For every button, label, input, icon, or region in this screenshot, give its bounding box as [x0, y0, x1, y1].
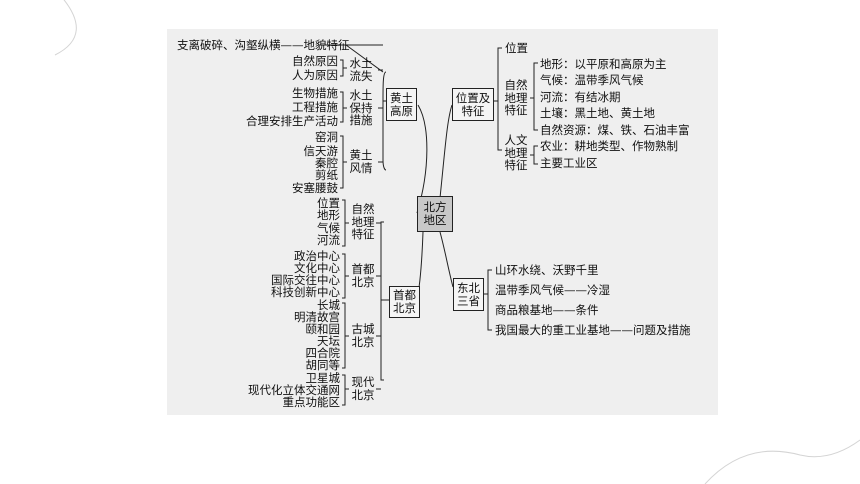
customs-item-waist-drum: 安塞腰鼓: [292, 181, 338, 195]
bj-capital-international: 国际交往中心: [271, 273, 340, 287]
customs-title: 黄土风情: [349, 148, 373, 175]
bracket-conservation: [340, 91, 344, 123]
bracket-bj-capital: [342, 253, 346, 299]
bracket-location-natural: [533, 62, 538, 131]
connector-center-northeast: [439, 231, 454, 288]
bj-natural-terrain: 地形: [317, 208, 340, 222]
natural-soil: 土壤：黑土地、黄土地: [540, 106, 655, 120]
decor-curve-top-left: [54, 0, 77, 56]
loess-label: 黄土高原: [390, 90, 413, 118]
bj-modern-transport: 现代化立体交通网: [248, 383, 340, 397]
decor-curve-bottom-right: [704, 439, 860, 484]
bj-capital-political: 政治中心: [294, 249, 340, 263]
bj-capital-title: 首都北京: [351, 262, 375, 289]
center-label: 北方地区: [423, 200, 447, 227]
bracket-northeast: [487, 269, 492, 331]
bj-natural-position: 位置: [317, 196, 340, 210]
natural-terrain: 地形：以平原和高原为主: [540, 57, 667, 71]
conservation-item-engineering: 工程措施: [292, 100, 338, 114]
connector-center-location: [439, 104, 453, 199]
bj-ancient-summer-palace: 颐和园: [305, 322, 341, 336]
bracket-loess: [382, 71, 387, 171]
bracket-bj-modern: [342, 374, 346, 406]
northeast-item-climate: 温带季风气候——冷湿: [495, 283, 610, 297]
human-industry: 主要工业区: [540, 156, 598, 170]
location-natural-title: 自然地理特征: [504, 78, 528, 117]
beijing-label: 首都北京: [393, 288, 416, 315]
bj-ancient-temple-of-heaven: 天坛: [317, 334, 340, 348]
northeast-node: 东北三省: [453, 278, 484, 311]
bj-ancient-hutong: 胡同等: [305, 358, 341, 372]
bj-capital-tech: 科技创新中心: [271, 285, 340, 299]
human-agriculture: 农业：耕地类型、作物熟制: [540, 139, 678, 153]
bracket-bj-natural: [342, 199, 346, 247]
conservation-title: 水土保持措施: [349, 88, 373, 127]
location-position: 位置: [505, 41, 528, 55]
bj-modern-title: 现代北京: [351, 375, 375, 402]
customs-item-qinqiang: 秦腔: [315, 156, 338, 170]
customs-item-cave: 窑洞: [315, 130, 338, 144]
bj-natural-rivers: 河流: [317, 233, 340, 247]
conservation-item-production: 合理安排生产活动: [246, 114, 338, 128]
northeast-item-landscape: 山环水绕、沃野千里: [495, 263, 599, 277]
bracket-bj-ancient: [342, 302, 346, 369]
bj-modern-satellite: 卫星城: [305, 371, 341, 385]
location-node: 位置及特征: [452, 88, 494, 121]
northeast-item-heavy-industry: 我国最大的重工业基地——问题及措施: [495, 323, 691, 337]
loess-erosion-topline: 支离破碎、沟壑纵横——地貌特征: [177, 38, 350, 52]
customs-item-xintianyou: 信天游: [303, 144, 339, 158]
bj-capital-cultural: 文化中心: [294, 261, 340, 275]
erosion-title: 水土流失: [349, 56, 373, 83]
center-node: 北方地区: [417, 196, 453, 232]
location-label: 位置及特征: [455, 90, 491, 118]
northeast-item-grain-base: 商品粮基地——条件: [495, 303, 599, 317]
natural-resources: 自然资源：煤、铁、石油丰富: [540, 123, 690, 137]
bracket-erosion-causes: [340, 59, 344, 77]
natural-rivers: 河流：有结冰期: [540, 90, 621, 104]
bracket-beijing: [380, 221, 384, 381]
erosion-cause-natural: 自然原因: [292, 54, 338, 68]
bj-ancient-forbidden-city: 明清故宫: [294, 310, 340, 324]
customs-item-papercut: 剪纸: [315, 168, 338, 182]
conservation-item-bio: 生物措施: [292, 86, 338, 100]
bj-natural-title: 自然地理特征: [351, 202, 375, 241]
location-human-title: 人文地理特征: [504, 133, 528, 172]
bracket-location-human: [533, 145, 538, 165]
natural-climate: 气候：温带季风气候: [540, 73, 644, 87]
bracket-location: [497, 47, 502, 151]
bj-ancient-siheyuan: 四合院: [305, 346, 341, 360]
bj-ancient-title: 古城北京: [351, 322, 375, 349]
bracket-customs: [340, 135, 344, 189]
bj-natural-climate: 气候: [317, 221, 340, 235]
beijing-node: 首都北京: [389, 286, 420, 318]
erosion-cause-human: 人为原因: [292, 68, 338, 82]
loess-node: 黄土高原: [386, 88, 417, 121]
bj-modern-function-zone: 重点功能区: [282, 395, 341, 409]
northeast-label: 东北三省: [457, 280, 480, 308]
bj-ancient-greatwall: 长城: [317, 298, 340, 312]
